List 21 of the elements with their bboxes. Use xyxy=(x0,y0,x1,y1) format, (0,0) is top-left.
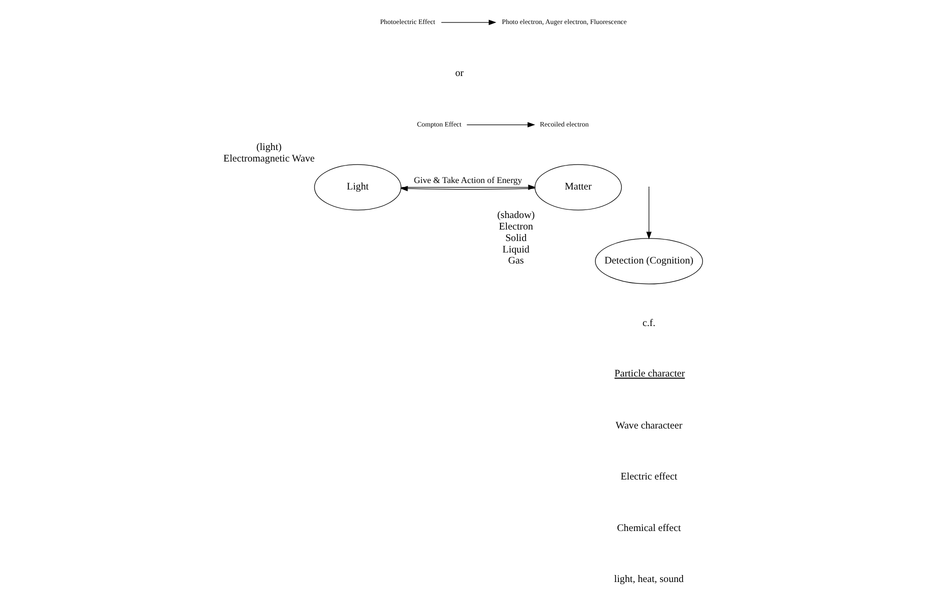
node-label: Electromagnetic Wave xyxy=(222,153,314,164)
arrow xyxy=(440,20,496,26)
label: Particle character xyxy=(614,368,684,380)
node-label: Gas xyxy=(508,256,524,267)
node-label: Solid xyxy=(504,232,526,244)
label: c.f. xyxy=(642,318,655,330)
label: Electric effect xyxy=(620,472,677,483)
edge-label: Give & Take Action of Energy xyxy=(413,175,522,186)
node-ellipse: Matter xyxy=(534,164,622,210)
node-label: Electron xyxy=(498,221,533,232)
node-ellipse: Detection (Cognition) xyxy=(594,238,702,284)
node-label: (light) xyxy=(256,142,282,153)
node-ellipse: Light xyxy=(314,164,401,210)
arrow xyxy=(646,188,652,240)
label: Wave characteer xyxy=(615,420,682,432)
node-label: (shadow) xyxy=(496,210,534,222)
label: Chemical effect xyxy=(616,522,680,534)
arrow xyxy=(466,122,535,128)
label: light, heat, sound xyxy=(614,574,684,585)
label: or xyxy=(454,68,464,79)
node-label: Liquid xyxy=(502,244,529,256)
